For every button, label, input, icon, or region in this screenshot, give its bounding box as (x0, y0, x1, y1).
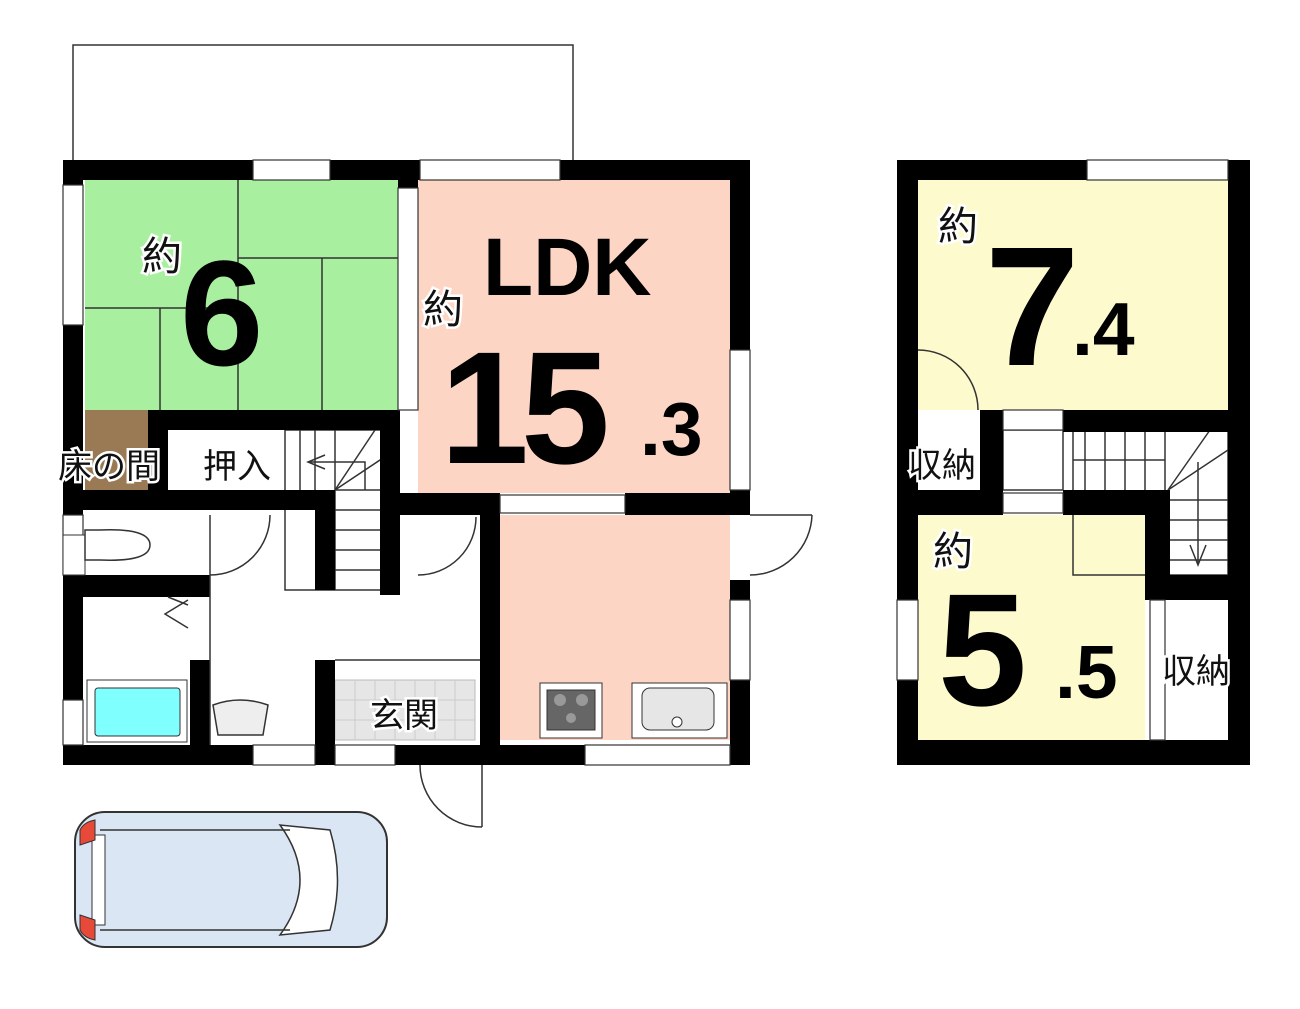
walls-1f (63, 160, 750, 765)
second-floor (896, 159, 1250, 765)
car-icon (74, 811, 388, 948)
walls-2f (897, 160, 1250, 765)
balcony-outline (72, 44, 574, 160)
bathtub-icon (94, 687, 181, 737)
first-floor (62, 159, 813, 828)
room-7-4-prefix: 約 (938, 204, 978, 250)
door-2f (917, 349, 979, 411)
room-7-4-size-integer: 7 (985, 212, 1080, 402)
ldk-size-integer: 15 (440, 318, 606, 497)
washitsu-size: 6 (180, 229, 263, 397)
windows-2f (896, 159, 1229, 741)
washitsu-room (85, 180, 398, 410)
storage-a-label: 収納 (908, 446, 976, 486)
room-7-4-size-decimal: .4 (1072, 287, 1135, 371)
tatami-lines (85, 180, 398, 410)
room-5-5 (918, 515, 1145, 740)
ldk-prefix: 約 (423, 287, 463, 333)
room-5-5-prefix: 約 (933, 529, 973, 575)
doors-1f (163, 514, 813, 828)
room-7-4 (918, 180, 1228, 410)
stove-icon (539, 682, 603, 739)
toilet-icon (62, 529, 151, 576)
tokonoma-label: 床の間 (58, 447, 160, 487)
oshiire-label: 押入 (203, 447, 271, 487)
washbasin-icon (212, 699, 269, 736)
ldk-name: LDK (483, 222, 652, 313)
ldk-room (418, 180, 730, 493)
washitsu-prefix: 約 (142, 234, 182, 280)
room-5-5-size-integer: 5 (938, 560, 1027, 739)
room-5-5-size-decimal: .5 (1055, 630, 1118, 714)
genkan-label: 玄関 (370, 696, 438, 736)
sink-icon (631, 682, 728, 739)
storage-b-label: 収納 (1162, 652, 1230, 692)
tokonoma (85, 410, 148, 490)
ldk-size-decimal: .3 (640, 387, 703, 471)
genkan-tile-grid (335, 680, 475, 740)
